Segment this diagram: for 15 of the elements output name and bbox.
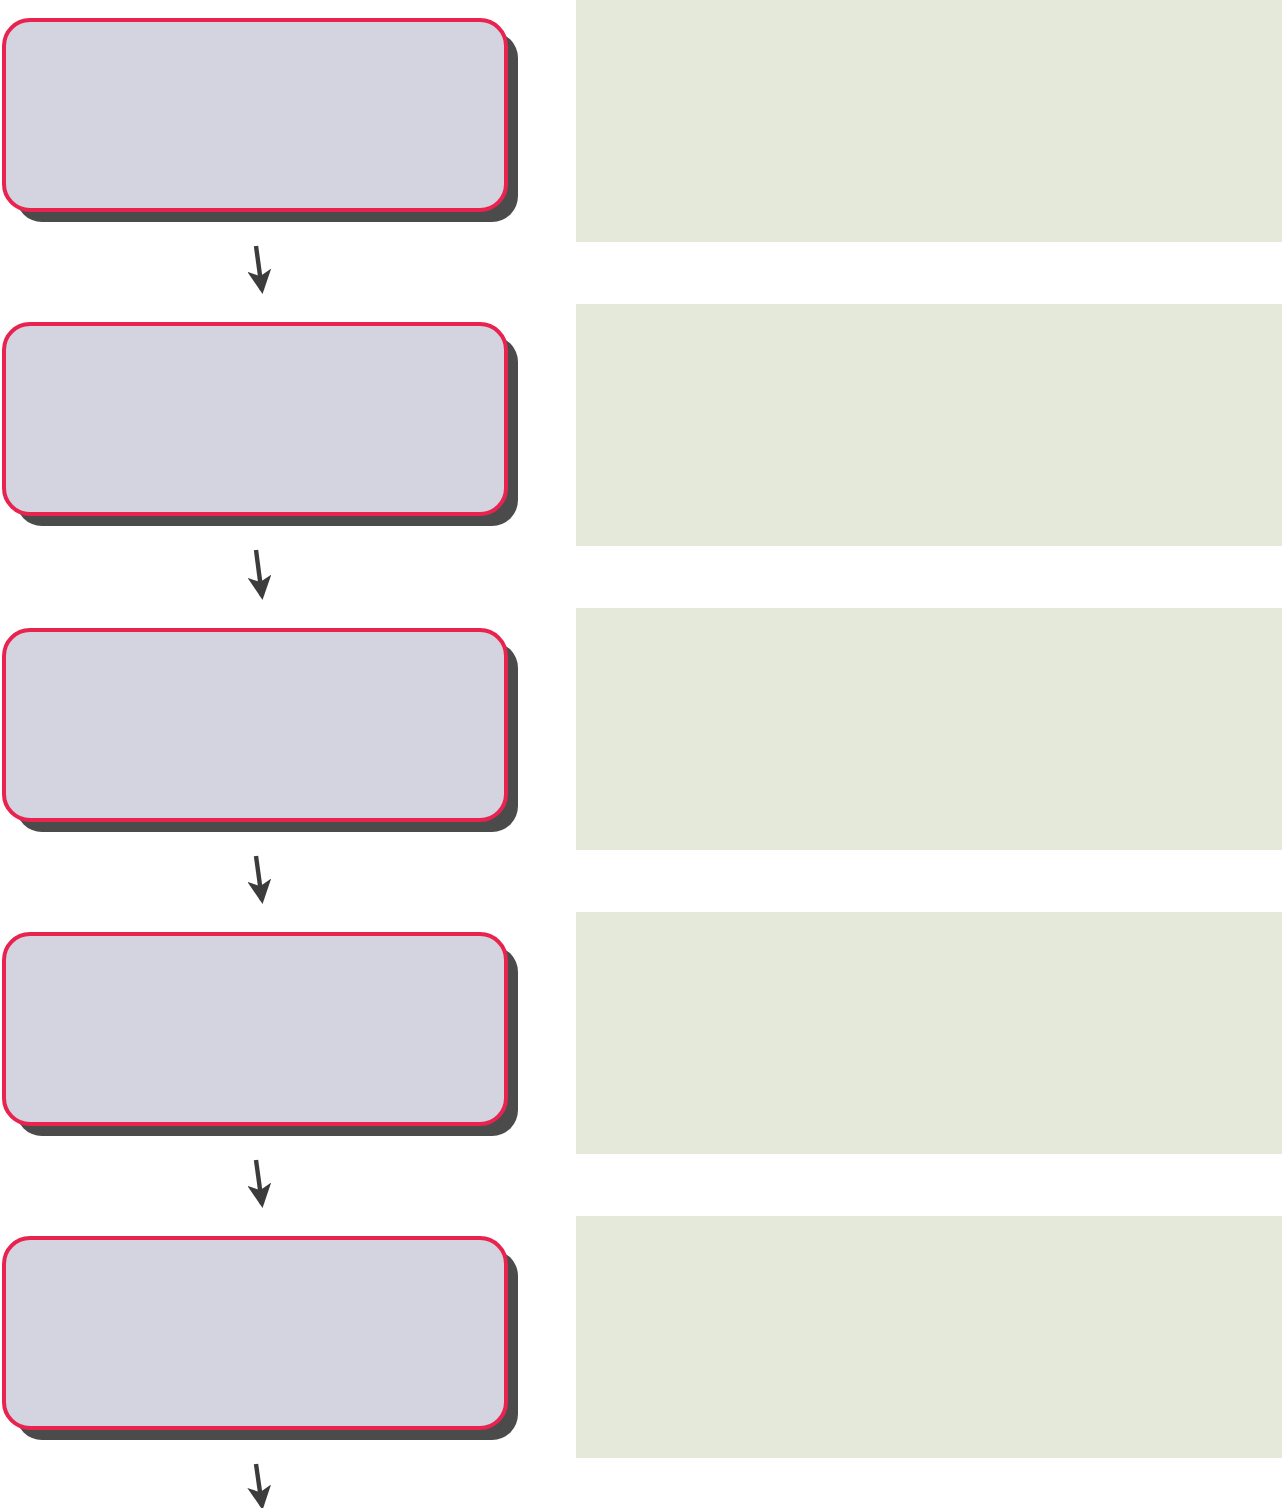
arrow xyxy=(247,1159,272,1208)
arrow xyxy=(247,549,272,600)
process-box xyxy=(2,932,520,1138)
process-box xyxy=(2,322,520,528)
process-box xyxy=(2,628,520,834)
info-panel xyxy=(576,0,1282,242)
info-panel xyxy=(576,304,1282,546)
info-panel xyxy=(576,1216,1282,1458)
info-panel xyxy=(576,608,1282,850)
info-panel xyxy=(576,912,1282,1154)
arrow xyxy=(247,855,272,904)
arrow xyxy=(247,245,272,294)
process-box xyxy=(2,18,520,224)
process-box xyxy=(2,1236,520,1442)
arrow xyxy=(247,1463,272,1508)
